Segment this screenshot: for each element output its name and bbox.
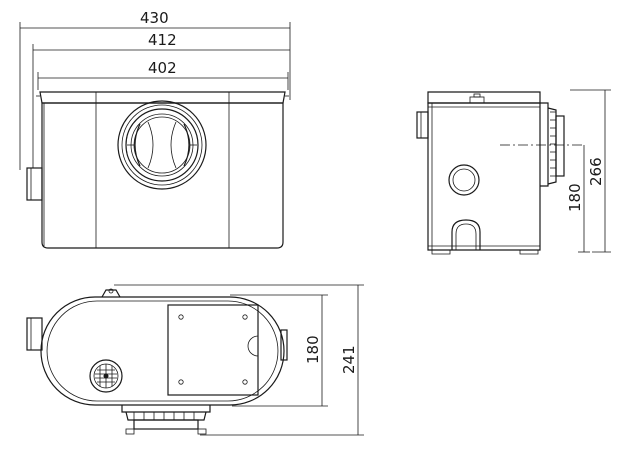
dimension-402: 402 xyxy=(37,59,289,90)
front-view: 430 412 402 xyxy=(19,9,291,249)
top-bottom-outlet xyxy=(121,405,211,435)
top-body xyxy=(40,296,285,406)
side-view: 180 266 xyxy=(416,89,611,255)
top-tab xyxy=(101,289,121,298)
side-clip xyxy=(416,111,429,139)
dim-side-180-label: 180 xyxy=(566,183,584,212)
top-cover-plate xyxy=(167,304,259,396)
front-body xyxy=(41,102,284,249)
dim-412-label: 412 xyxy=(148,31,177,49)
dim-430-label: 430 xyxy=(140,9,169,27)
front-main-inlet xyxy=(117,100,207,190)
side-corrugated-outlet xyxy=(540,102,565,187)
dim-402-label: 402 xyxy=(148,59,177,77)
dimension-side-266: 266 xyxy=(570,89,611,253)
dimension-side-180: 180 xyxy=(566,145,590,253)
dim-top-180-label: 180 xyxy=(304,335,322,364)
dimension-412: 412 xyxy=(32,31,290,168)
dim-top-241-label: 241 xyxy=(340,345,358,374)
top-view: 180 241 xyxy=(26,284,364,436)
top-right-inlet xyxy=(280,329,288,361)
side-body xyxy=(427,102,541,251)
side-bottom-outlet xyxy=(451,219,481,250)
dimension-top-180: 180 xyxy=(230,294,328,407)
dimension-top-241: 241 xyxy=(114,284,364,436)
dim-side-266-label: 266 xyxy=(587,157,605,186)
top-vent xyxy=(89,359,123,393)
top-left-inlet xyxy=(26,317,43,351)
dimension-430: 430 xyxy=(19,9,291,170)
side-inlet-outer xyxy=(448,164,480,196)
front-left-inlet xyxy=(26,167,43,201)
